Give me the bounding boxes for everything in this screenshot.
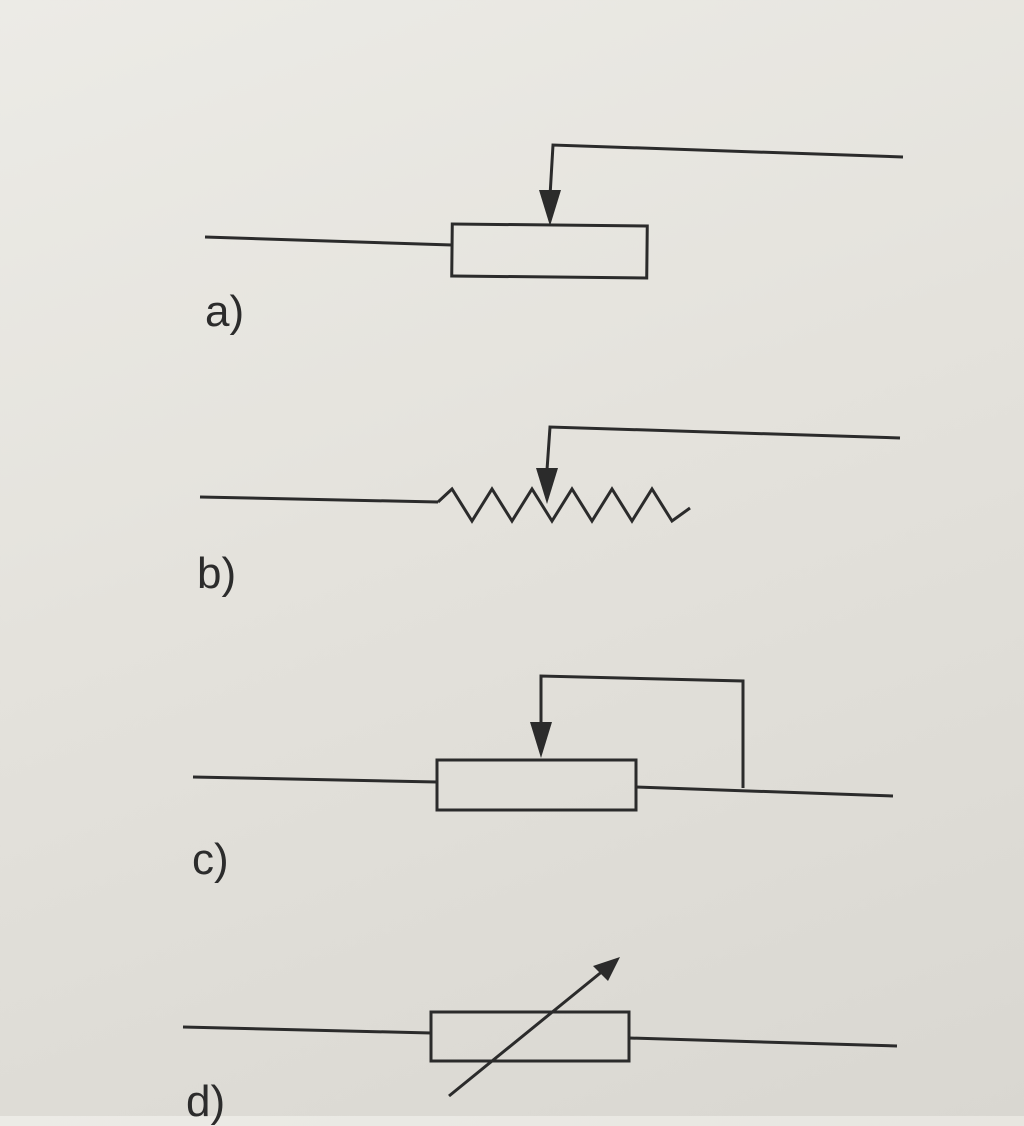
symbol-b-wiper-lead <box>545 425 901 471</box>
symbol-a-lead-left <box>204 235 453 247</box>
symbol-c-wiper-arrow <box>530 722 552 758</box>
symbol-d-variable-arrow-shaft <box>448 968 605 1098</box>
symbol-d-lead-left <box>182 1025 432 1035</box>
diagram-label-c: c) <box>192 835 229 884</box>
symbol-c-lead-left <box>192 775 438 784</box>
symbol-b-wiper-arrow <box>536 468 558 504</box>
symbol-a-wiper-lead <box>548 143 904 197</box>
symbol-a-wiper-arrow <box>539 190 561 226</box>
symbol-d-variable-resistor <box>182 957 898 1098</box>
symbol-c-lead-right <box>635 785 894 798</box>
diagram-label-d: d) <box>186 1077 226 1126</box>
diagram-label-a: a) <box>205 287 245 336</box>
symbol-d-resistor-body <box>429 1010 631 1063</box>
symbol-b-lead-left <box>199 495 439 504</box>
symbol-c-rheostat <box>192 674 894 812</box>
symbol-b-potentiometer <box>199 425 901 524</box>
symbol-c-resistor-body <box>435 758 638 812</box>
symbol-b-resistor-zigzag <box>436 486 691 524</box>
symbol-d-lead-right <box>628 1036 898 1048</box>
symbol-a-potentiometer <box>204 143 904 280</box>
diagram-label-b: b) <box>197 549 237 598</box>
symbol-c-wiper-loop <box>539 674 745 788</box>
symbol-d-variable-arrowhead <box>593 957 620 981</box>
symbol-a-resistor-body <box>450 222 649 280</box>
